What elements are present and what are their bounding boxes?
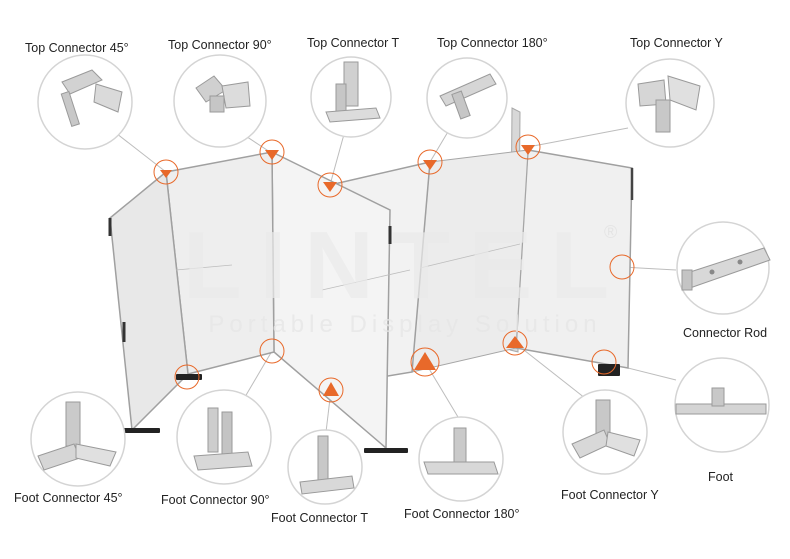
panel-structure (108, 107, 634, 453)
label-top-connector-t: Top Connector T (307, 36, 400, 50)
part-circle-foot-connector-t (287, 429, 363, 505)
part-circle-top-connector-t (310, 56, 392, 138)
foot-connector-90-icon (193, 407, 253, 471)
part-circle-top-connector-90 (173, 54, 267, 148)
top-connector-90-icon (195, 75, 251, 113)
label-foot-connector-t: Foot Connector T (271, 511, 369, 525)
label-top-connector-45: Top Connector 45° (25, 41, 129, 55)
part-circles (30, 54, 771, 505)
label-foot-connector-y: Foot Connector Y (561, 488, 659, 502)
label-connector-rod: Connector Rod (683, 326, 768, 340)
foot-connector-45-icon (37, 401, 117, 471)
watermark-tagline: Portable Display Solution (208, 311, 601, 338)
watermark: LINTEL ® Portable Display Solution (183, 212, 627, 338)
part-circle-foot-connector-y (562, 389, 648, 475)
foot-icon (675, 387, 767, 415)
top-connector-180-icon (439, 73, 497, 120)
part-circle-foot-connector-90 (176, 389, 272, 485)
part-circle-top-connector-180 (426, 57, 508, 139)
part-circle-top-connector-y (625, 58, 715, 148)
watermark-brand: LINTEL (183, 212, 627, 319)
label-foot-connector-45: Foot Connector 45° (14, 491, 123, 505)
foot-connector-180-icon (423, 427, 499, 475)
watermark-trademark: ® (604, 222, 617, 242)
part-circle-foot (674, 357, 770, 453)
label-top-connector-180: Top Connector 180° (437, 36, 548, 50)
label-top-connector-y: Top Connector Y (630, 36, 723, 50)
top-connector-t-icon (325, 61, 381, 123)
top-connector-y-icon (637, 75, 701, 133)
part-circle-foot-connector-45 (30, 391, 126, 487)
label-foot-connector-90: Foot Connector 90° (161, 493, 270, 507)
connector-markers (153, 134, 635, 403)
label-top-connector-90: Top Connector 90° (168, 38, 272, 52)
top-connector-45-icon (60, 69, 123, 127)
part-circle-foot-connector-180 (418, 416, 504, 502)
label-foot-connector-180: Foot Connector 180° (404, 507, 520, 521)
foot-connector-y-icon (571, 399, 641, 459)
part-circle-top-connector-45 (37, 54, 133, 150)
foot-connector-t-icon (299, 435, 355, 495)
part-circle-connector-rod (676, 221, 771, 315)
connector-rod-icon (681, 247, 771, 291)
label-foot: Foot (708, 470, 734, 484)
